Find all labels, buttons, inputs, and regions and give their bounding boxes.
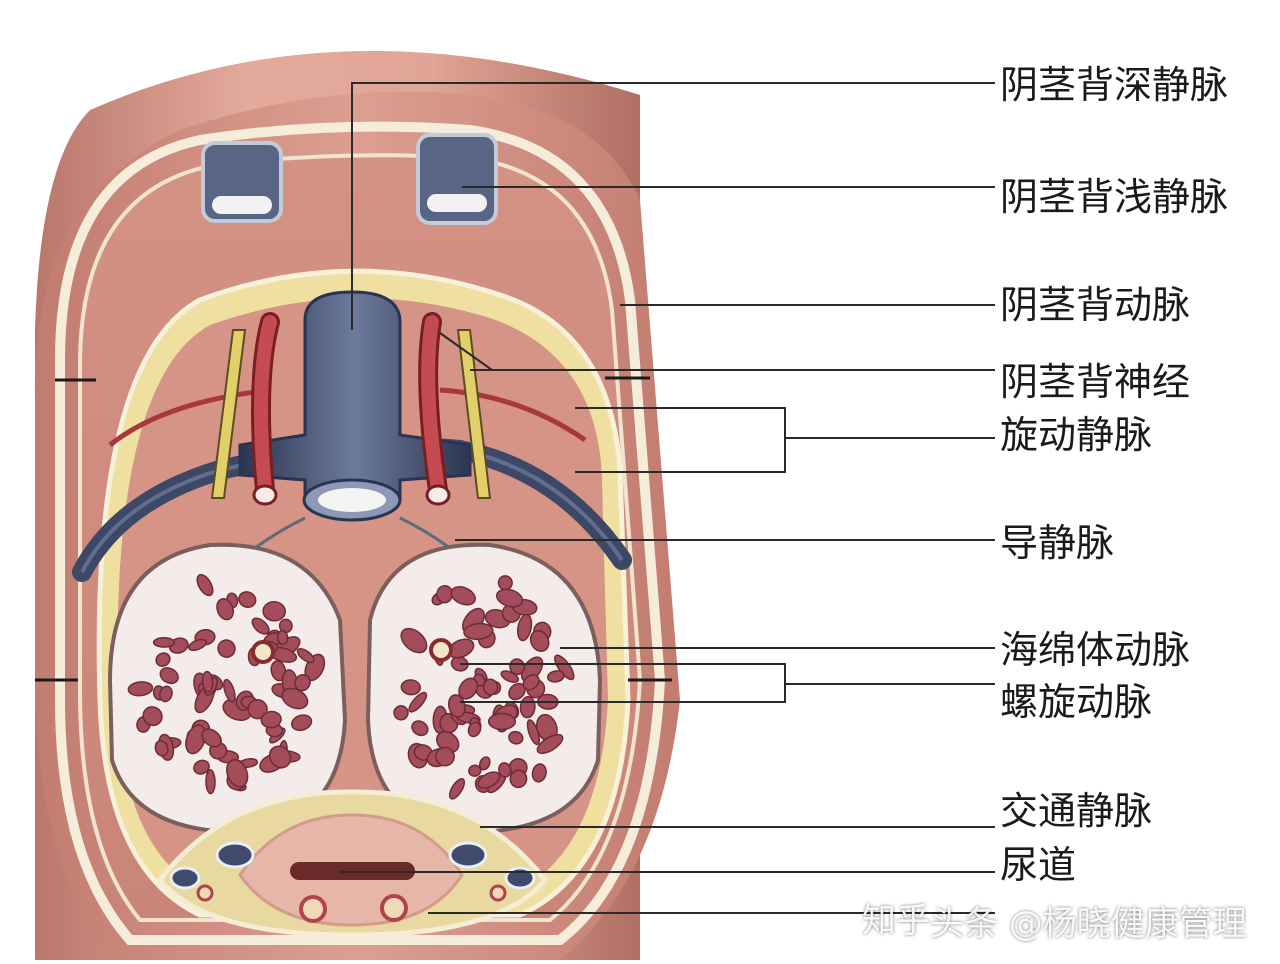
corpus-spongiosum [156,789,549,938]
sinusoid-space [268,745,292,769]
sinusoid-space [154,740,169,757]
sinusoid-space [447,694,466,718]
sinusoid-space [509,769,528,789]
sinusoid-space [276,629,289,646]
sinusoid-space [393,705,409,721]
cavernous-arteries [251,638,453,664]
sinusoid-space [216,598,234,621]
label-superficial-dorsal-vein: 阴茎背浅静脉 [1000,175,1229,219]
sinusoid-space [217,639,236,658]
dorsal-arteries [251,312,451,506]
sinusoid-space [142,706,163,727]
label-cavernous-artery: 海绵体动脉 [1000,628,1191,672]
sinusoid-space [127,681,154,697]
sinusoid-space [290,714,313,732]
sinusoid-space [262,601,287,622]
sinusoid-space [496,588,524,608]
sinusoid-space [205,769,216,795]
sinusoid-space [251,617,270,635]
sinusoid-space [408,691,428,713]
label-circumflex-vein: 旋动静脉 [1000,413,1153,457]
label-dorsal-artery: 阴茎背动脉 [1000,283,1191,327]
sinusoid-space [238,591,257,609]
label-emissary-vein: 导静脉 [1000,521,1115,565]
sinusoid-space [498,762,512,778]
sinusoid-space [223,678,236,703]
label-deep-dorsal-vein: 阴茎背深静脉 [1000,63,1229,107]
sinusoid-space [158,685,173,703]
sinusoid-space [435,746,455,767]
zhihu-watermark: 知乎 [862,901,930,941]
sinusoid-space [193,759,210,775]
sinusoid-space [450,586,476,606]
sinusoid-space [448,778,466,800]
label-urethra: 尿道 [1000,843,1077,887]
cavernous-sinusoids [127,573,575,800]
label-communicating-vein: 交通静脉 [1000,789,1153,833]
sinusoid-space [152,637,176,648]
sinusoid-space [201,670,214,693]
sinusoid-space [226,759,249,788]
deep-dorsal-vein [238,290,472,522]
sinusoid-space [477,771,501,789]
sinusoid-space [547,670,565,683]
sinusoid-space [516,613,533,642]
label-dorsal-nerve: 阴茎背神经 [1000,360,1191,404]
sinusoid-space [531,763,547,783]
sinusoid-space [482,678,499,696]
label-helicine-artery: 螺旋动脉 [1000,680,1153,724]
sinusoid-space [296,647,315,664]
fascia-ticks [35,376,672,682]
sinusoid-space [467,721,482,738]
sinusoid-space [159,667,179,685]
sinusoid-space [201,728,222,748]
sinusoid-space [188,638,207,652]
sinusoid-space [270,660,287,682]
sinusoid-space [508,730,524,745]
toutiao-watermark: 头条 @杨晓健康管理 [930,904,1247,944]
sinusoid-space [411,720,429,737]
sinusoid-space [436,584,454,604]
dorsal-nerves [210,329,492,499]
sinusoid-space [400,679,422,696]
superficial-dorsal-veins [201,133,498,225]
sinusoid-space [487,712,517,731]
sinusoid-space [196,573,214,597]
sinusoid-space [463,622,494,641]
sinusoid-space [478,756,491,771]
sinusoid-space [155,652,171,667]
sinusoid-space [529,630,550,652]
sinusoid-space [400,627,428,654]
sinusoid-space [522,674,540,691]
sinusoid-space [536,733,564,754]
sinusoid-space [468,764,482,777]
sinusoid-space [185,724,207,755]
sinusoid-space [260,710,282,729]
sinusoid-space [294,674,311,692]
leader-lines [340,82,995,914]
emissary-veins [254,516,451,550]
